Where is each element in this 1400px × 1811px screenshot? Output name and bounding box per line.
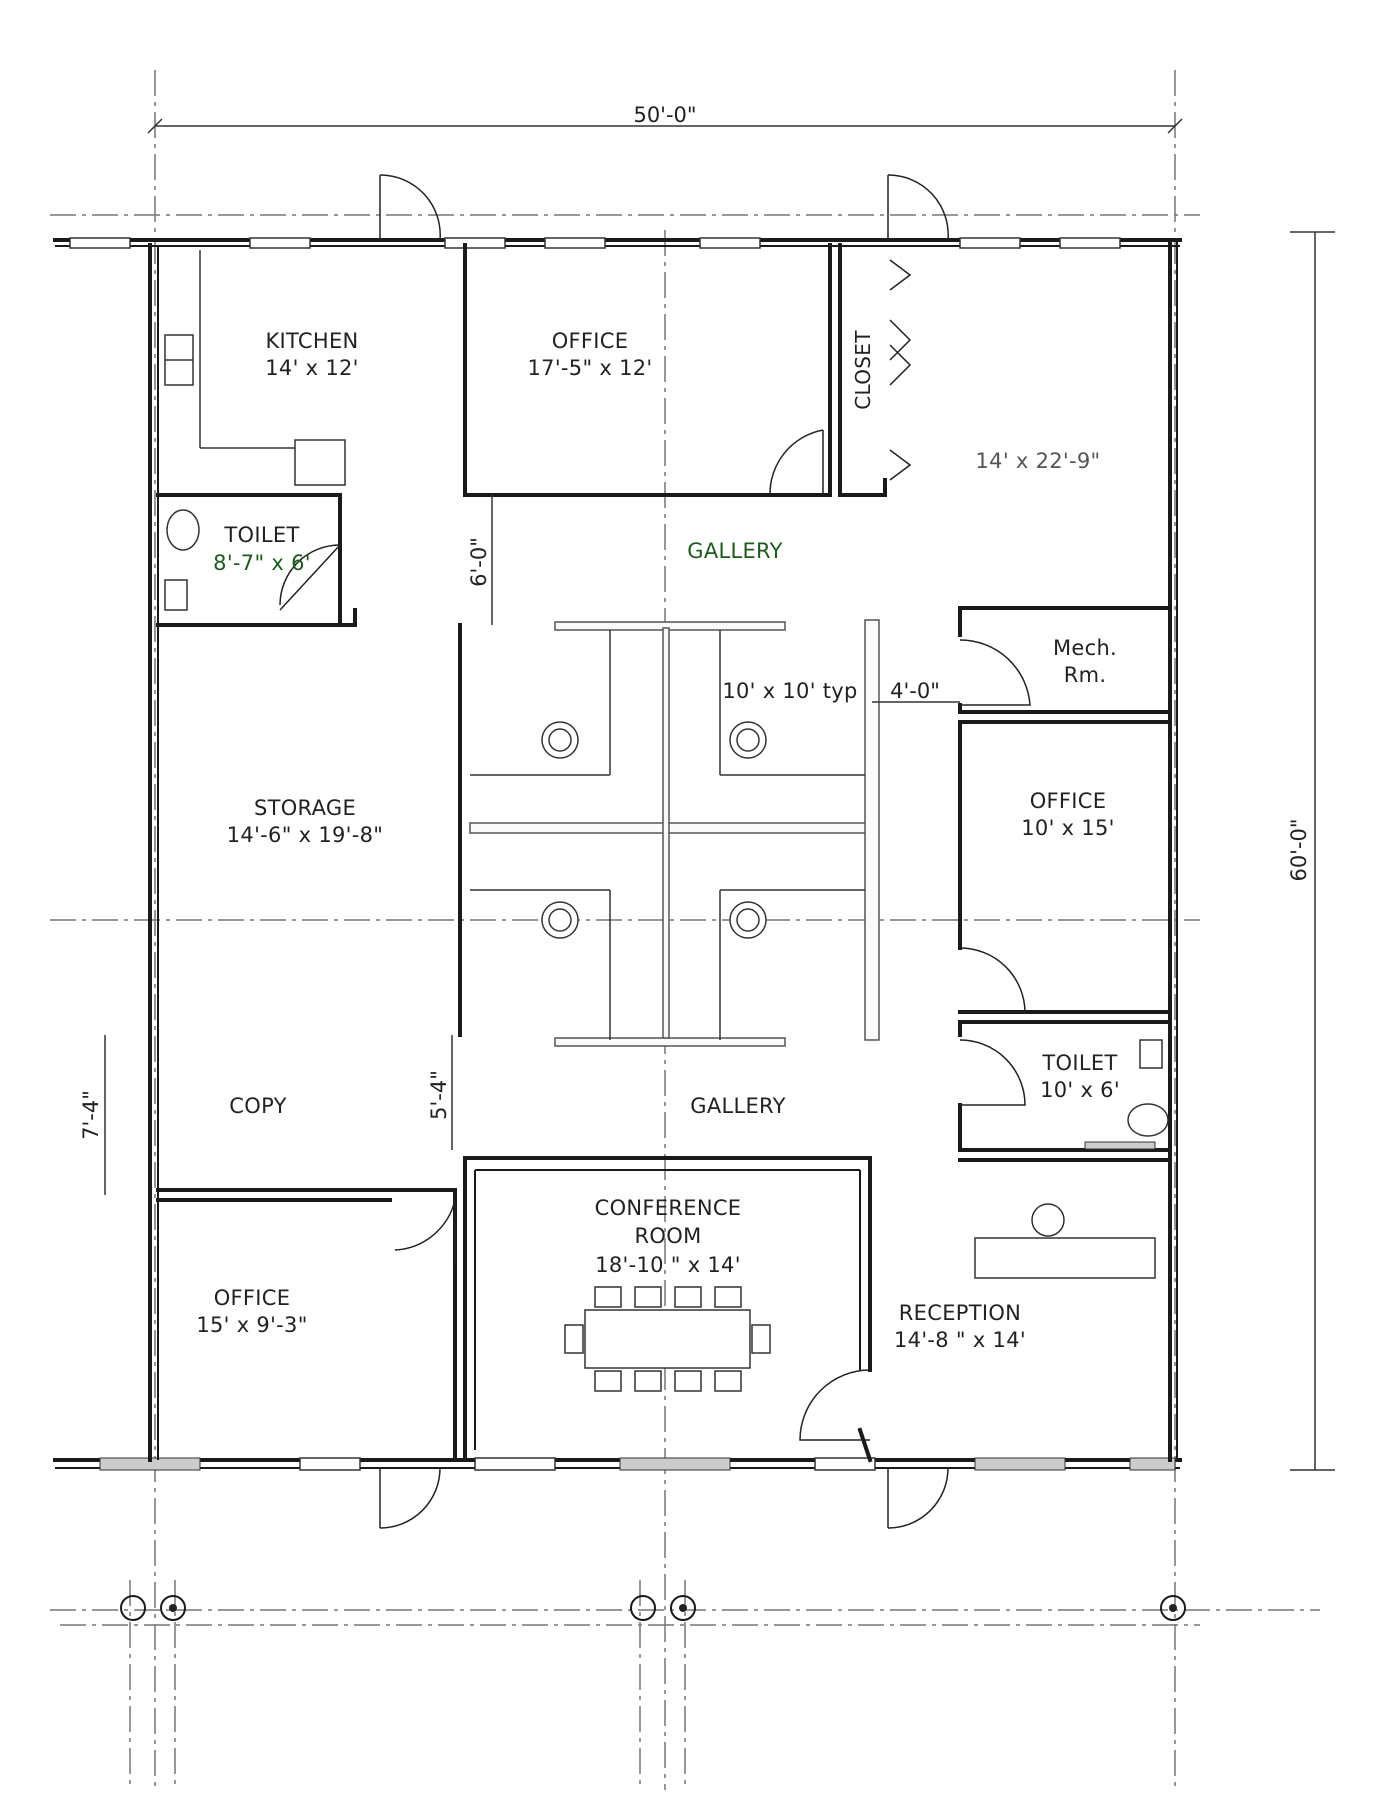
room-office-right-name: OFFICE	[1030, 789, 1107, 813]
room-closet-name: CLOSET	[851, 330, 875, 410]
room-toilet-top-size: 8'-7" x 6'	[213, 551, 311, 575]
room-labels: KITCHEN 14' x 12' OFFICE 17'-5" x 12' CL…	[196, 329, 1120, 1352]
chair-icon	[729, 901, 767, 939]
room-copy-name: COPY	[229, 1094, 286, 1118]
reception-desk	[974, 1203, 1156, 1279]
cubicle-cluster	[469, 619, 880, 1047]
interior-doors	[279, 429, 1031, 1441]
room-storage-size: 14'-6" x 19'-8"	[227, 823, 383, 847]
interior-dimensions: 6'-0" 4'-0" 5'-4" 7'-4"	[79, 495, 960, 1195]
exterior-walls	[53, 237, 1182, 1471]
chair-icon	[541, 901, 579, 939]
room-mech-size: Rm.	[1064, 663, 1107, 687]
conference-table	[564, 1286, 771, 1392]
grid-markers	[120, 1595, 1186, 1621]
chair-icon	[729, 721, 767, 759]
dim-copy-width: 7'-4"	[79, 1090, 103, 1140]
room-office-bottom-name: OFFICE	[214, 1286, 291, 1310]
room-conference-size: 18'-10 " x 14'	[595, 1253, 741, 1277]
room-storage-name: STORAGE	[254, 796, 356, 820]
chair-icon	[541, 721, 579, 759]
closet-shelving	[889, 259, 912, 481]
room-conference-name: CONFERENCE	[595, 1196, 742, 1220]
room-office-top-size: 17'-5" x 12'	[528, 356, 653, 380]
dim-gallery-depth: 6'-0"	[467, 537, 491, 587]
room-kitchen-size: 14' x 12'	[265, 356, 358, 380]
room-kitchen-name: KITCHEN	[265, 329, 358, 353]
room-office-right-size: 10' x 15'	[1021, 816, 1114, 840]
room-office-bottom-size: 15' x 9'-3"	[196, 1313, 307, 1337]
room-conference-name-2: ROOM	[635, 1224, 702, 1248]
grid-lines	[50, 70, 1320, 1790]
dim-aisle-width: 4'-0"	[890, 679, 940, 703]
dimension-depth: 60'-0"	[1287, 231, 1335, 1471]
room-gallery-bottom-name: GALLERY	[690, 1094, 785, 1118]
room-reception-size: 14'-8 " x 14'	[894, 1328, 1026, 1352]
cubicle-note: 10' x 10' typ	[722, 679, 857, 703]
room-reception-name: RECEPTION	[899, 1301, 1021, 1325]
room-gallery-top-name: GALLERY	[687, 539, 782, 563]
interior-walls	[156, 243, 1172, 1463]
room-open-area-size: 14' x 22'-9"	[976, 449, 1101, 473]
dim-width-label: 50'-0"	[633, 103, 696, 127]
room-toilet-right-name: TOILET	[1041, 1051, 1117, 1075]
toilet-fixtures	[164, 509, 1169, 1150]
dim-lower-gallery: 5'-4"	[427, 1070, 451, 1120]
room-mech-name: Mech.	[1053, 636, 1117, 660]
kitchen-fixtures	[164, 250, 346, 486]
dim-depth-label: 60'-0"	[1287, 818, 1311, 881]
room-toilet-right-size: 10' x 6'	[1040, 1078, 1120, 1102]
room-office-top-name: OFFICE	[552, 329, 629, 353]
dimension-width: 50'-0"	[147, 103, 1183, 134]
exterior-doors	[379, 174, 949, 1529]
room-toilet-top-name: TOILET	[223, 523, 299, 547]
